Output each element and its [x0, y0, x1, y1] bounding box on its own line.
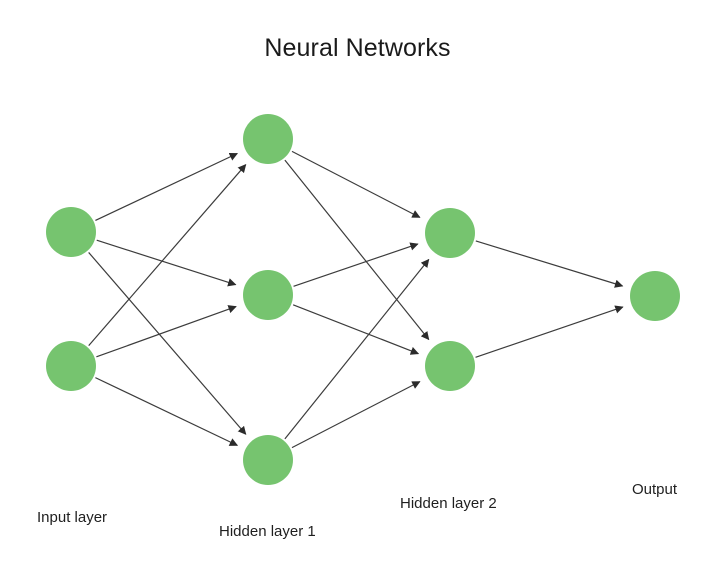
node-layer	[46, 114, 680, 485]
layer-label-input: Input layer	[37, 509, 108, 526]
node-i1[interactable]	[46, 207, 96, 257]
node-i2[interactable]	[46, 341, 96, 391]
edge-h2a-to-o1	[475, 240, 624, 288]
layer-label-output: Output	[632, 481, 678, 498]
layer-label-hidden-2: Hidden layer 2	[400, 495, 497, 512]
node-h1b[interactable]	[243, 270, 293, 320]
edge-i1-to-h1c	[88, 252, 247, 435]
node-o1[interactable]	[630, 271, 680, 321]
edge-i2-to-h1a	[88, 164, 247, 347]
edge-i1-to-h1a	[95, 152, 239, 222]
node-h2b[interactable]	[425, 341, 475, 391]
node-h2a[interactable]	[425, 208, 475, 258]
edge-h1c-to-h2b	[291, 381, 421, 449]
edge-i2-to-h1c	[95, 377, 239, 446]
edge-h2b-to-o1	[475, 305, 624, 358]
edge-layer	[88, 150, 624, 449]
edge-h1b-to-h2a	[293, 242, 419, 287]
node-h1a[interactable]	[243, 114, 293, 164]
layer-label-hidden-1: Hidden layer 1	[219, 523, 316, 540]
edge-h1b-to-h2b	[292, 304, 420, 355]
edge-i1-to-h1b	[96, 239, 237, 287]
edge-h1a-to-h2a	[291, 150, 421, 218]
edge-h1a-to-h2b	[284, 159, 430, 341]
page-title: Neural Networks	[264, 34, 451, 62]
edge-h1c-to-h2a	[284, 258, 430, 440]
node-h1c[interactable]	[243, 435, 293, 485]
edge-i2-to-h1b	[96, 305, 237, 358]
